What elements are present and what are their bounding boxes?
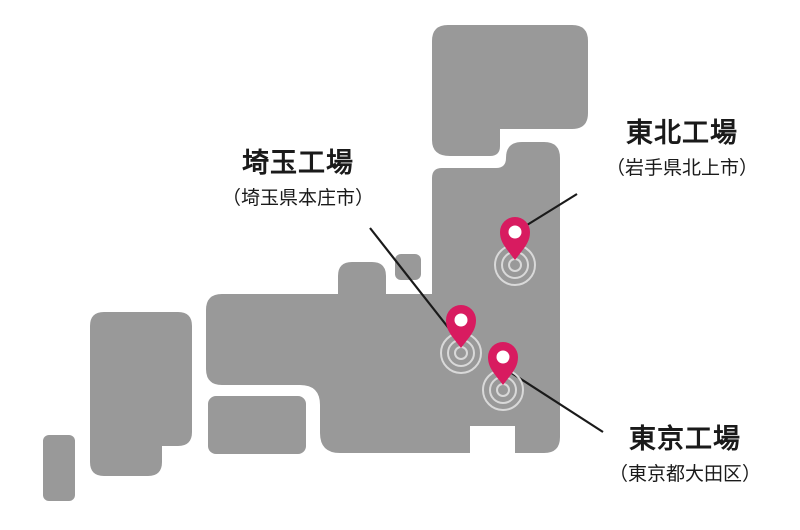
region-honshu [206, 142, 560, 453]
map-pin-icon [500, 217, 530, 260]
factory-label-saitama: 埼玉工場 （埼玉県本庄市） [198, 147, 398, 211]
factory-label-tokyo: 東京工場 （東京都大田区） [585, 423, 785, 487]
factory-marker-tokyo[interactable] [482, 342, 524, 411]
factory-name: 東京工場 [629, 424, 741, 455]
region-sado [395, 254, 421, 280]
map-pin-icon [488, 342, 518, 385]
region-southern-island [43, 435, 75, 501]
region-kyushu [90, 312, 192, 476]
factory-marker-saitama[interactable] [440, 305, 482, 374]
leader-line-tohoku [526, 193, 578, 226]
factory-location: （埼玉県本庄市） [221, 187, 374, 209]
factory-name: 埼玉工場 [242, 148, 354, 179]
region-hokkaido [432, 25, 588, 156]
factory-location: （岩手県北上市） [605, 157, 758, 179]
map-pin-icon [446, 305, 476, 348]
factory-marker-tohoku[interactable] [494, 217, 536, 286]
factory-label-tohoku: 東北工場 （岩手県北上市） [582, 117, 782, 181]
region-shikoku [208, 396, 306, 454]
factory-location: （東京都大田区） [608, 463, 761, 485]
factory-name: 東北工場 [626, 118, 738, 149]
leader-line-tokyo [509, 371, 604, 433]
leader-line-saitama [369, 227, 459, 341]
